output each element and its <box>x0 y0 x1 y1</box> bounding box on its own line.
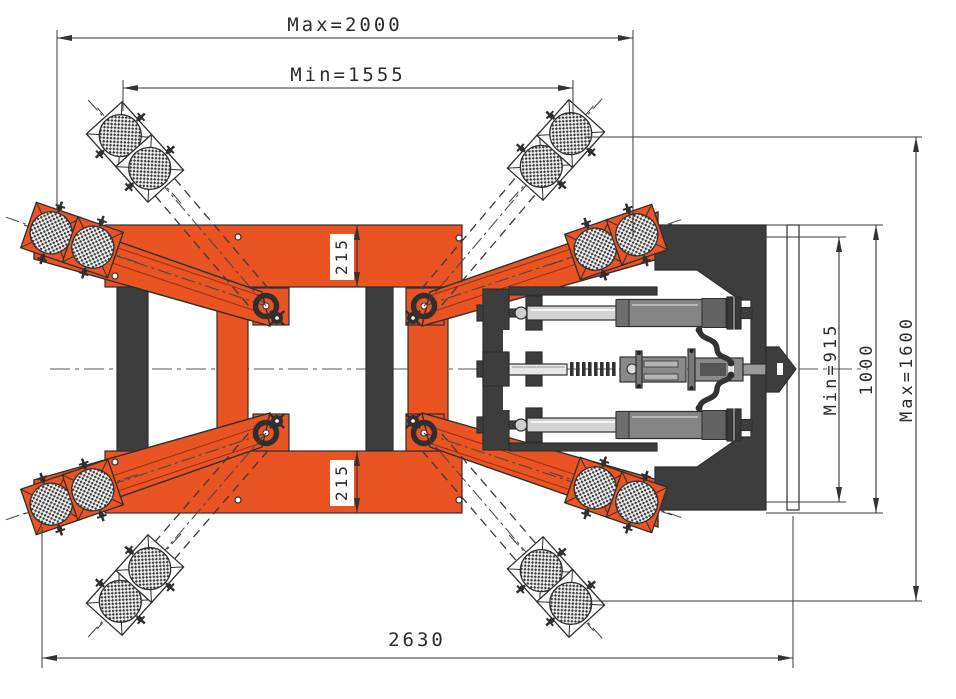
roller-assembly-raised-upper-right <box>506 97 606 203</box>
dimension-frame-height <box>766 224 883 514</box>
dimension-max-height <box>585 136 922 602</box>
hinge-pulley-upper-left <box>252 292 285 326</box>
hydraulic-hose-bottom <box>695 371 735 412</box>
push-rod-tip <box>765 346 797 393</box>
dimension-lines <box>41 30 922 668</box>
dim-label-max-width: Max=2000 <box>287 14 403 36</box>
dim-label-min-width: Min=1555 <box>290 64 406 86</box>
roller-assembly-lower-left <box>5 458 139 536</box>
dashed-arm-lower-left <box>96 432 269 630</box>
left-support-leg <box>116 286 149 452</box>
center-shaft <box>482 348 767 391</box>
dimension-labels: Max=2000 Min=1555 215 215 Min=915 1000 M… <box>287 14 917 651</box>
dashed-arm-upper-left <box>97 107 269 307</box>
dim-label-frame-height: 1000 <box>857 343 877 396</box>
machine-body <box>5 97 868 640</box>
hydraulic-cylinder-bottom <box>508 407 753 443</box>
dim-label-min-height: Min=915 <box>821 323 841 416</box>
hinge-pulley-lower-right <box>405 413 438 447</box>
roller-assembly-upper-left <box>5 201 139 279</box>
label-backplate-top <box>330 234 354 280</box>
dimension-max-width <box>56 30 634 237</box>
roller-assembly-lower-right <box>549 456 683 534</box>
dimension-min-width <box>122 80 574 113</box>
roller-assembly-upper-right <box>549 203 683 281</box>
dim-label-max-height: Max=1600 <box>897 316 917 422</box>
dashed-arm-lower-right <box>421 432 595 632</box>
pivot-marker-circles <box>111 233 463 504</box>
label-backplate-bottom <box>330 460 354 506</box>
dimension-rail-width-top <box>354 225 360 287</box>
hinge-pulley-upper-right <box>405 292 438 326</box>
mid-support-leg <box>365 286 394 452</box>
dim-label-rail-width-top: 215 <box>332 237 351 275</box>
hydraulic-hose-top <box>695 326 735 367</box>
dim-label-rail-width-bottom: 215 <box>332 463 351 501</box>
roller-assembly-raised-lower-right <box>506 534 606 640</box>
dim-label-overall-length: 2630 <box>388 629 446 651</box>
dimension-overall-length <box>41 516 794 668</box>
roller-assembly-raised-upper-left <box>85 99 185 205</box>
hydraulic-bay <box>476 286 767 452</box>
dimension-rail-width-bottom <box>354 451 360 513</box>
hinge-pulley-lower-left <box>252 413 285 447</box>
dimension-min-height <box>763 236 846 503</box>
hydraulic-cylinder-top <box>508 295 753 331</box>
roller-assembly-raised-lower-left <box>85 532 185 638</box>
